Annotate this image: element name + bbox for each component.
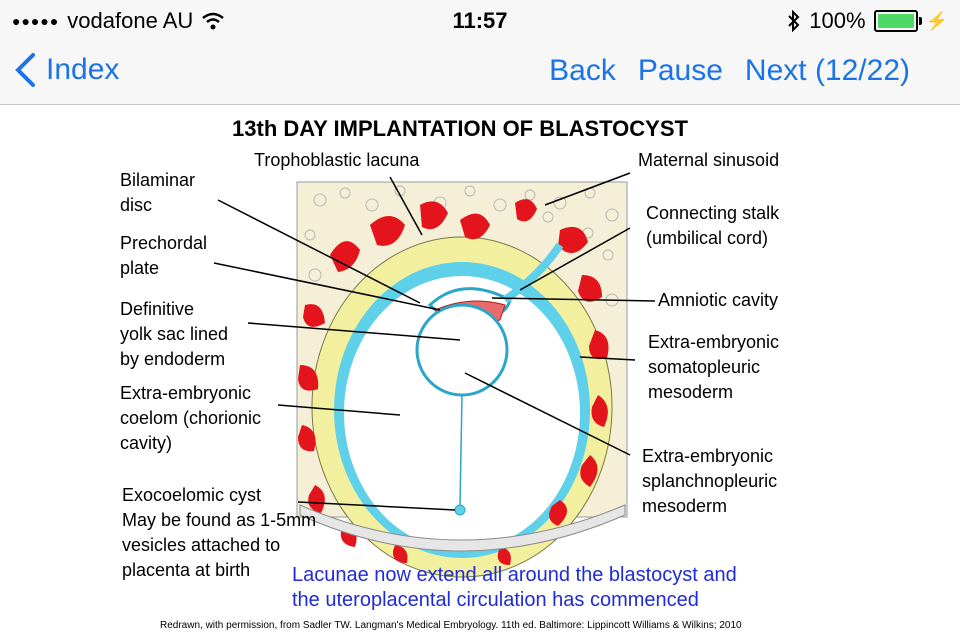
- label-trophoblastic-lacuna: Trophoblastic lacuna: [254, 150, 420, 170]
- label-line: Definitive: [120, 299, 195, 319]
- label-line: coelom (chorionic: [120, 408, 262, 428]
- label-line: Prechordal: [120, 233, 208, 253]
- label-line: Connecting stalk: [646, 203, 780, 223]
- status-right: 100% ⚡: [787, 8, 948, 34]
- clock: 11:57: [452, 8, 508, 33]
- cyst-thread: [459, 394, 463, 506]
- label-splanchnopleuric: Extra-embryonic splanchnopleuric mesoder…: [642, 444, 777, 519]
- label-line: disc: [120, 195, 153, 215]
- label-coelom: Extra-embryonic coelom (chorionic cavity…: [120, 381, 261, 456]
- label-amniotic-cavity: Amniotic cavity: [658, 290, 779, 310]
- back-button[interactable]: Back: [549, 54, 616, 87]
- label-line: plate: [120, 258, 160, 278]
- battery-icon: [873, 10, 922, 32]
- label-line: Extra-embryonic: [120, 383, 252, 403]
- label-line: Extra-embryonic: [648, 332, 780, 352]
- label-bilaminar-disc: Bilaminar disc: [120, 168, 195, 218]
- leader-lines: [213, 172, 656, 511]
- label-connecting-stalk: Connecting stalk (umbilical cord): [646, 201, 779, 251]
- label-line: Bilaminar: [120, 170, 196, 190]
- label-line: Exocoelomic cyst: [122, 485, 262, 505]
- pause-button[interactable]: Pause: [637, 54, 723, 87]
- charging-icon: ⚡: [925, 10, 948, 31]
- label-line: cavity): [120, 433, 173, 453]
- label-exocoelomic-cyst: Exocoelomic cyst May be found as 1-5mm v…: [122, 483, 316, 583]
- label-line: mesoderm: [642, 496, 728, 516]
- label-line: by endoderm: [120, 349, 226, 369]
- label-line: vesicles attached to: [122, 535, 281, 555]
- chevron-left-icon: [15, 53, 35, 87]
- source-credit: Redrawn, with permission, from Sadler TW…: [160, 620, 742, 631]
- index-label: Index: [46, 53, 120, 86]
- wifi-icon: [202, 12, 225, 30]
- uterine-epithelium: [299, 504, 626, 552]
- battery-fill: [877, 14, 914, 28]
- carrier-name: vodafone AU: [67, 8, 194, 33]
- battery-percent: 100%: [809, 8, 866, 33]
- status-left: ●●●●● vodafone AU: [12, 8, 225, 34]
- label-maternal-sinusoid: Maternal sinusoid: [638, 150, 780, 170]
- status-bar: ●●●●● vodafone AU 11:57 100% ⚡: [0, 0, 960, 40]
- caption-line: the uteroplacental circulation has comme…: [292, 589, 699, 611]
- label-line: placenta at birth: [122, 560, 251, 580]
- next-button[interactable]: Next (12/22): [744, 54, 910, 87]
- label-line: splanchnopleuric: [642, 471, 778, 491]
- label-line: (umbilical cord): [646, 228, 769, 248]
- label-somatopleuric: Extra-embryonic somatopleuric mesoderm: [648, 330, 779, 405]
- slide-caption: Lacunae now extend all around the blasto…: [292, 563, 737, 613]
- blastocyst-diagram: [213, 172, 656, 578]
- bluetooth-icon: [788, 10, 800, 32]
- connecting-stalk: [502, 242, 564, 304]
- label-line: somatopleuric: [648, 357, 761, 377]
- yolk-sac: [415, 303, 509, 397]
- label-prechordal-plate: Prechordal plate: [120, 231, 207, 281]
- slide-title: 13th DAY IMPLANTATION OF BLASTOCYST: [232, 116, 688, 141]
- label-line: Extra-embryonic: [642, 446, 774, 466]
- signal-icon: ●●●●●: [12, 13, 60, 29]
- label-yolk-sac: Definitive yolk sac lined by endoderm: [120, 297, 228, 372]
- label-line: yolk sac lined: [120, 324, 229, 344]
- label-line: mesoderm: [648, 382, 734, 402]
- caption-line: Lacunae now extend all around the blasto…: [292, 564, 737, 586]
- label-line: May be found as 1-5mm: [122, 510, 317, 530]
- nav-actions: Back Pause Next (12/22): [549, 54, 910, 88]
- exocoelomic-cyst: [454, 504, 466, 516]
- index-button[interactable]: Index: [14, 52, 119, 88]
- slide-content: 13th DAY IMPLANTATION OF BLASTOCYST: [0, 105, 960, 640]
- navigation-bar: Index Back Pause Next (12/22): [0, 40, 960, 105]
- trophoblastic-lacunae: [298, 199, 609, 565]
